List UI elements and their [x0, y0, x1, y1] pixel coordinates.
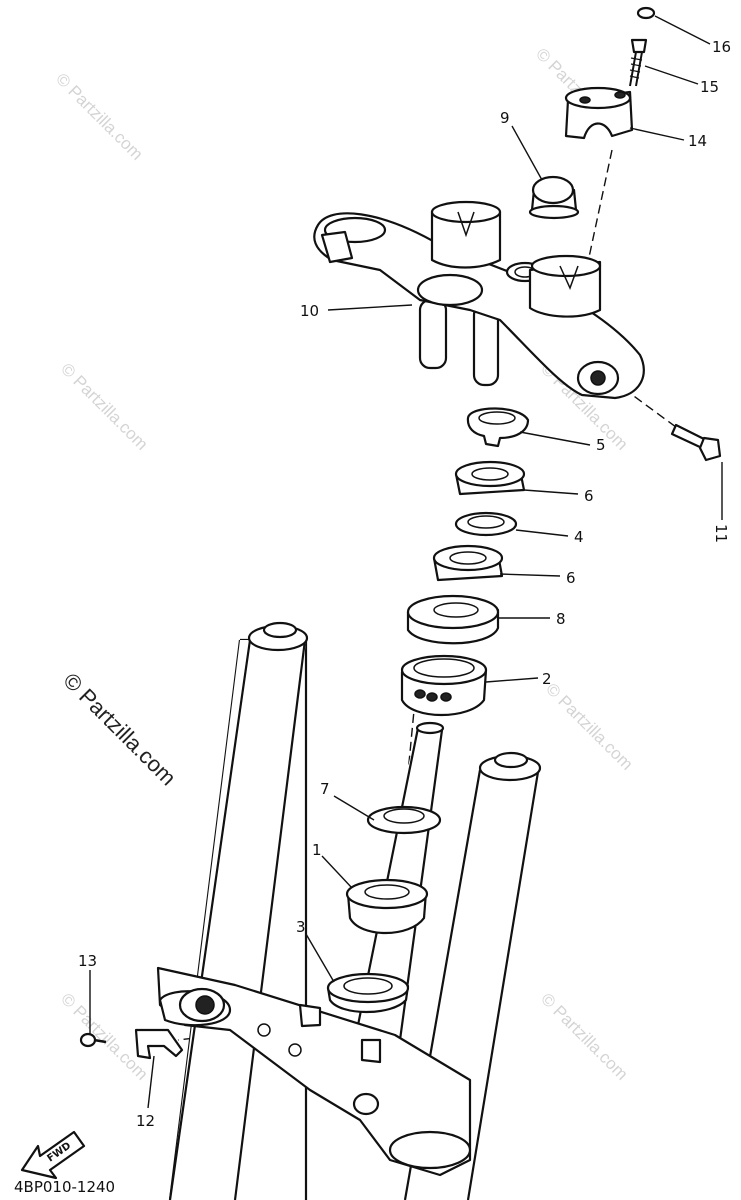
- stem-nut: [528, 175, 580, 220]
- callout-6b: 6: [566, 569, 576, 587]
- clamp-screw: [79, 1032, 107, 1048]
- ring-nut-upper: [454, 460, 526, 496]
- handlebar-holder: [564, 86, 634, 140]
- rubber-washer: [454, 511, 518, 537]
- dust-seal: [366, 805, 442, 835]
- callout-7: 7: [320, 780, 330, 798]
- left-fork-tube: [168, 621, 309, 1200]
- callout-14: 14: [688, 132, 707, 150]
- callout-1: 1: [312, 841, 322, 859]
- lower-race: [326, 972, 410, 1014]
- watermark-5: © Partzilla.com: [542, 679, 636, 773]
- callout-2: 2: [542, 670, 552, 688]
- callout-16: 16: [712, 38, 731, 56]
- under-bracket: [156, 966, 472, 1177]
- bearing-cover: [406, 594, 500, 645]
- callout-9: 9: [500, 109, 510, 127]
- upper-bracket: [313, 200, 645, 400]
- callout-3: 3: [296, 918, 306, 936]
- watermark-7: © Partzilla.com: [537, 989, 631, 1083]
- callouts: 16 15 14 9 10 11 5 6 4 6 8 2 7 1 3 13 12: [78, 38, 731, 1130]
- callout-10: 10: [300, 302, 319, 320]
- callout-4: 4: [574, 528, 584, 546]
- watermark-main: © Partzilla.com: [58, 668, 181, 791]
- callout-11: 11: [712, 524, 730, 543]
- ring-nut-lower: [432, 544, 504, 582]
- holder-bolt: [629, 38, 648, 87]
- pinch-bolt: [670, 423, 722, 462]
- callout-15: 15: [700, 78, 719, 96]
- lower-bearing: [345, 878, 429, 935]
- leader-lines: [89, 15, 723, 1109]
- callout-6a: 6: [584, 487, 594, 505]
- watermark-3: © Partzilla.com: [57, 359, 151, 453]
- upper-bearing: [400, 654, 488, 716]
- lock-washer: [466, 407, 530, 448]
- callout-8: 8: [556, 610, 566, 628]
- callout-13: 13: [78, 952, 97, 970]
- cable-clamp: [134, 1028, 184, 1060]
- diagram-code: 4BP010-1240: [14, 1178, 115, 1196]
- watermark-1: © Partzilla.com: [52, 69, 146, 163]
- cap: [636, 6, 656, 20]
- callout-12: 12: [136, 1112, 155, 1130]
- forward-arrow-icon: FWD: [20, 1130, 86, 1180]
- callout-5: 5: [596, 436, 606, 454]
